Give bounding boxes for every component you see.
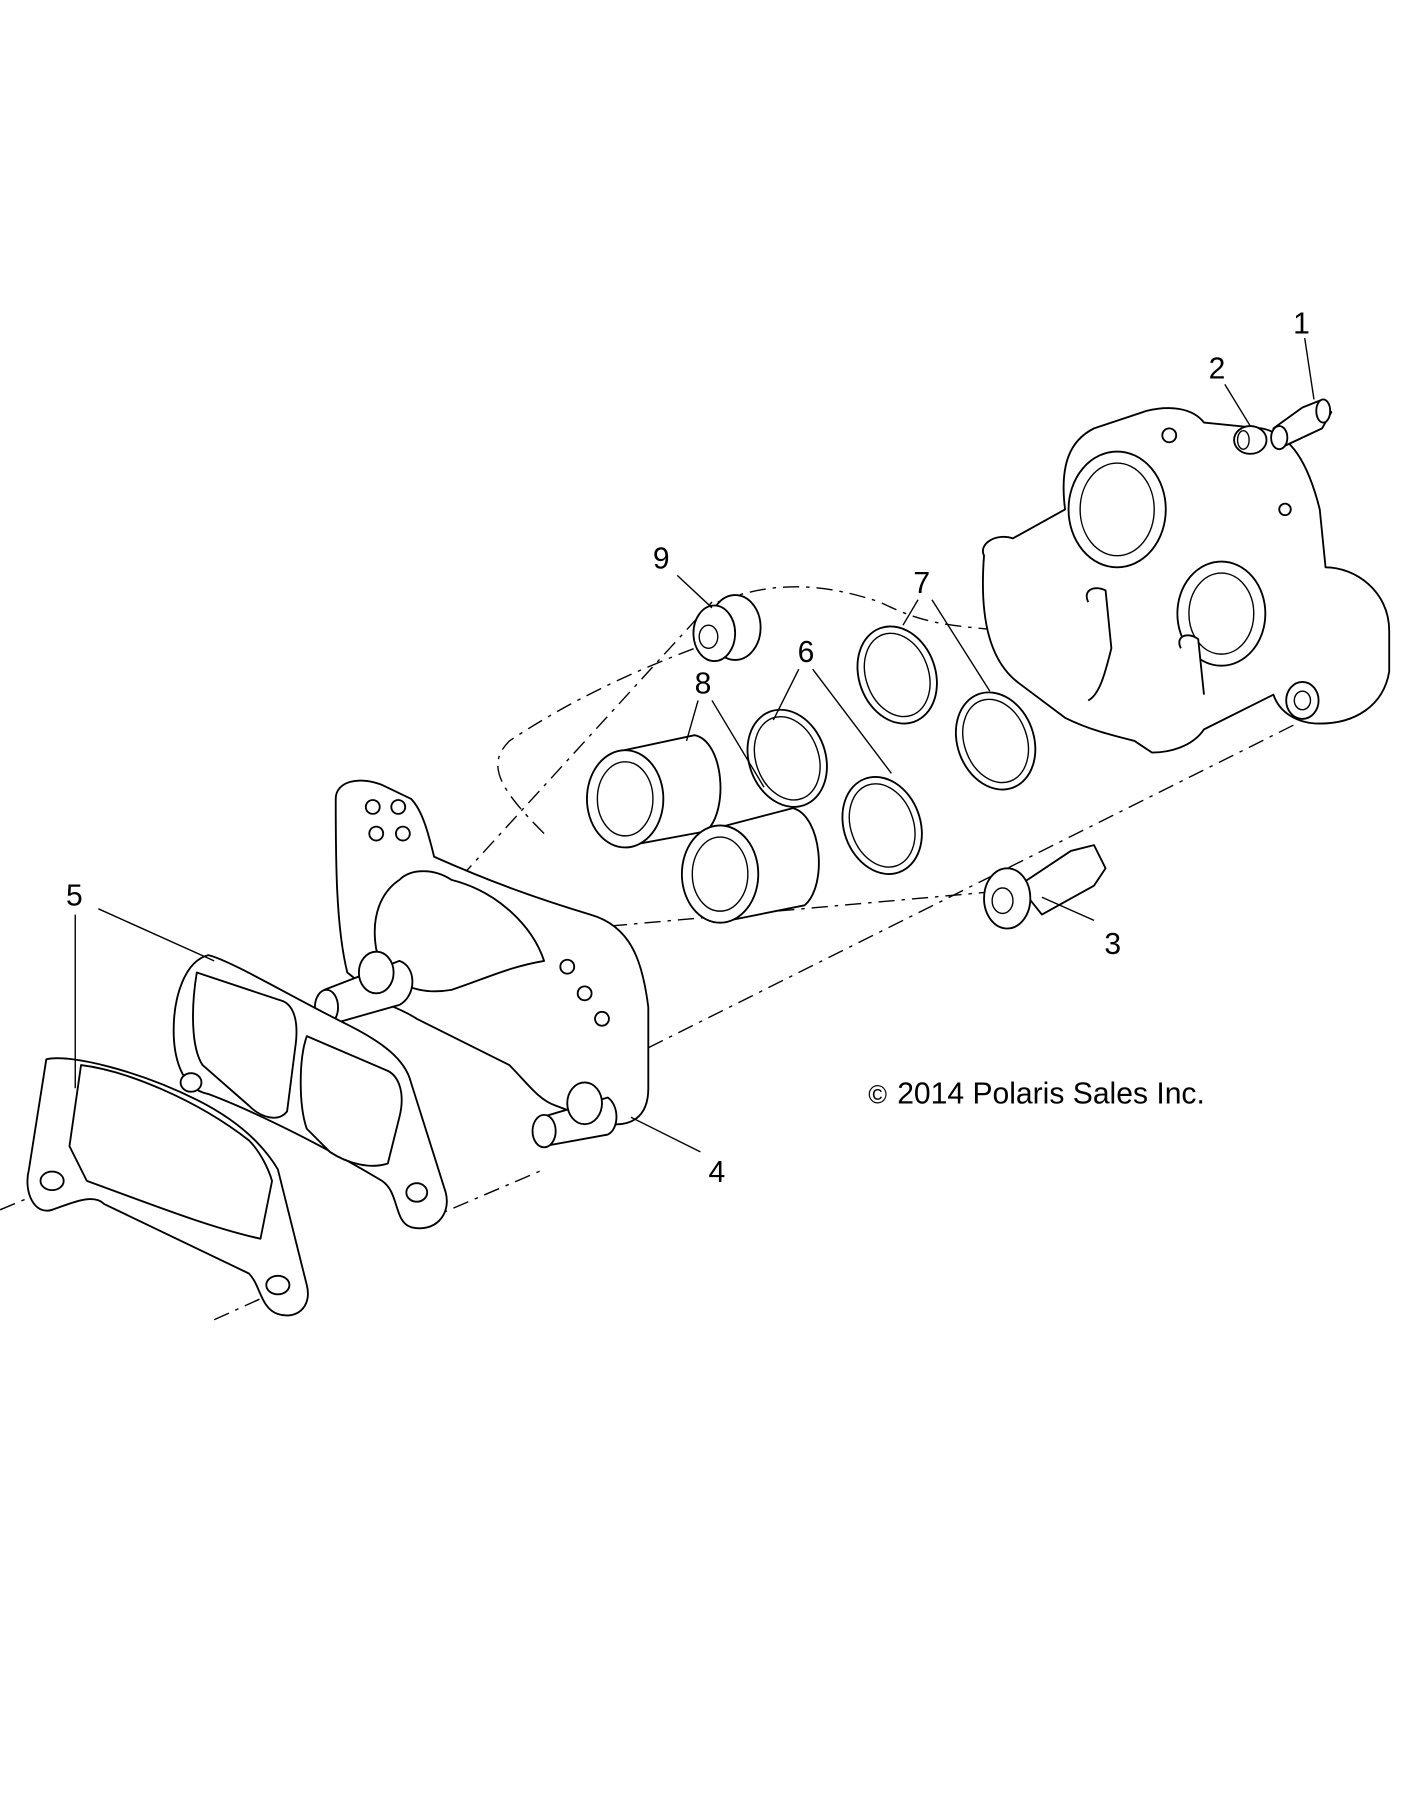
callout-7: 7 [913, 567, 930, 600]
callout-labels: 1 2 3 4 5 6 7 8 9 [66, 307, 1310, 1189]
copyright-symbol: © [868, 1081, 887, 1109]
callout-3: 3 [1104, 928, 1121, 961]
guide-pin-bolt [983, 844, 1107, 930]
callout-8: 8 [695, 667, 712, 700]
pin-boot [692, 594, 762, 662]
bleeder-screw [1270, 398, 1333, 451]
brake-pads [26, 954, 448, 1317]
mounting-bracket [313, 779, 650, 1149]
piston-seals [746, 625, 1037, 875]
leader-lines [74, 337, 1315, 1153]
caliper-body [981, 407, 1391, 754]
callout-4: 4 [709, 1156, 726, 1189]
callout-5: 5 [66, 879, 83, 912]
bleeder-cap [1233, 425, 1268, 455]
pistons [586, 734, 820, 924]
callout-2: 2 [1209, 353, 1226, 386]
callout-1: 1 [1293, 307, 1310, 340]
copyright-notice: © 2014 Polaris Sales Inc. [868, 1077, 1205, 1110]
copyright-text: 2014 Polaris Sales Inc. [897, 1077, 1205, 1110]
callout-9: 9 [653, 542, 670, 575]
callout-6: 6 [798, 636, 815, 669]
